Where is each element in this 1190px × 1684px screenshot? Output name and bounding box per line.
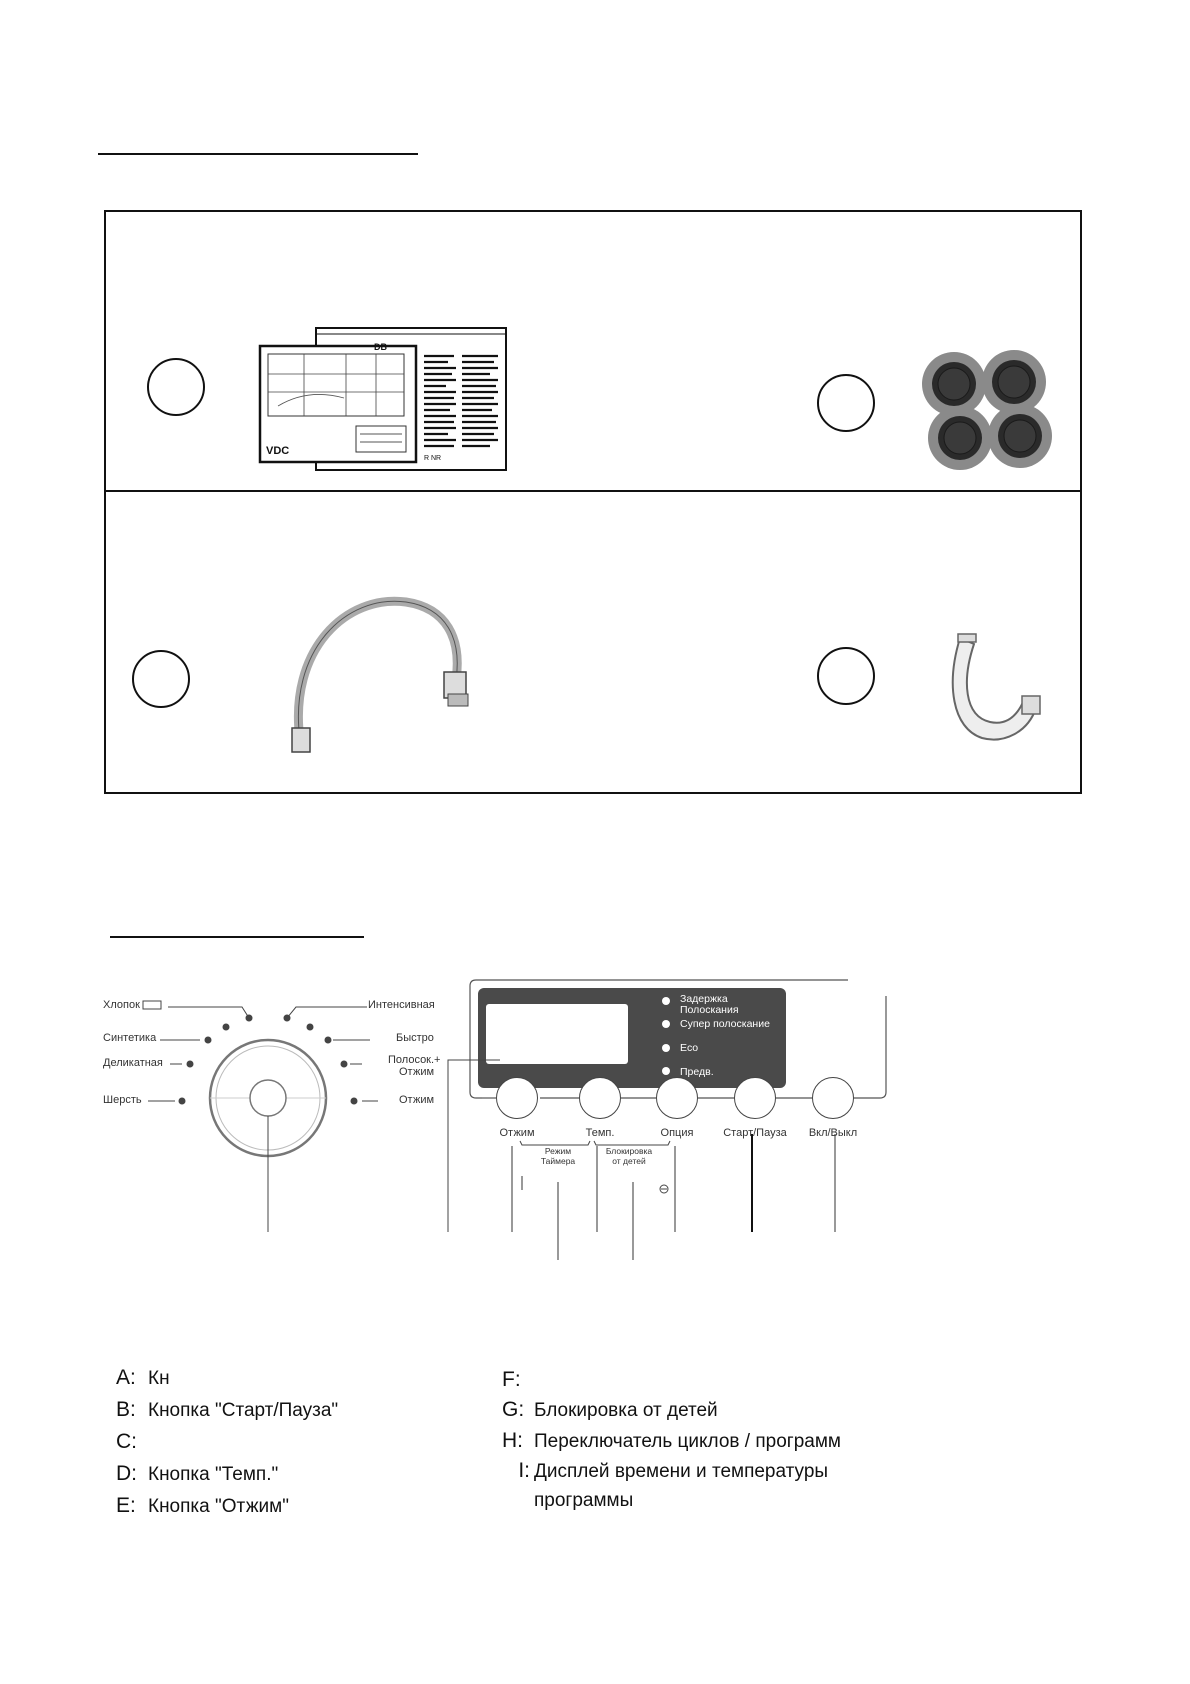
spin-button-label: Отжим [499, 1127, 535, 1139]
program-label-wool: Шерсть [103, 1094, 142, 1106]
program-label-quick: Быстро [396, 1032, 434, 1044]
legend-row-b: B:Кнопка "Старт/Пауза" [116, 1398, 339, 1421]
power-button-label: Вкл/Выкл [808, 1127, 858, 1139]
program-label-synthetics: Синтетика [103, 1032, 157, 1044]
accessories-divider [104, 490, 1082, 492]
time-temperature-display [486, 1004, 628, 1064]
program-label-cotton: Хлопок [103, 999, 140, 1011]
temp-button[interactable] [579, 1077, 621, 1119]
timer-mode-label: Режим Таймера [540, 1146, 576, 1166]
indicator-prewash: Предв. [680, 1066, 714, 1078]
hose-bracket-icon [951, 633, 1041, 741]
legend-row-i: I:Дисплей времени и температуры [518, 1459, 829, 1482]
indicator-delay-rinse-line1: Задержка [680, 993, 728, 1005]
legend-row-i-continued: программы [534, 1490, 634, 1511]
program-label-intensive: Интенсивная [368, 999, 435, 1011]
control-panel-heading-rule [110, 936, 364, 938]
legend-row-d: D:Кнопка "Темп." [116, 1462, 279, 1485]
option-button[interactable] [656, 1077, 698, 1119]
start-pause-button-label: Старт/Пауза [723, 1127, 787, 1139]
accessory-marker-inlet-hose [132, 650, 190, 708]
start-pause-button[interactable] [734, 1077, 776, 1119]
accessories-heading-rule [98, 153, 418, 155]
indicator-delay-rinse-line2: Полоскания [680, 1004, 739, 1016]
legend-row-f: F: [502, 1368, 521, 1391]
accessories-box [104, 210, 1082, 794]
legend-row-h: H:Переключатель циклов / программ [502, 1429, 841, 1452]
power-button[interactable] [812, 1077, 854, 1119]
temp-button-label: Темп. [585, 1127, 615, 1139]
legend-row-c: C: [116, 1430, 137, 1453]
accessory-marker-plugs [817, 374, 875, 432]
inlet-hose-icon [291, 596, 469, 753]
program-label-rinse-spin-line2: Отжим [399, 1066, 435, 1078]
program-label-rinse-spin-line1: Полосок.+ [388, 1054, 441, 1066]
child-lock-label: Блокировка от детей [605, 1146, 653, 1166]
manual-footer-text: R NR [424, 455, 441, 462]
control-panel-drawing [142, 979, 887, 1260]
legend-row-a: A:Кн [116, 1366, 170, 1389]
transport-plug-icon [922, 350, 1052, 470]
spin-button[interactable] [496, 1077, 538, 1119]
accessory-marker-manual [147, 358, 205, 416]
program-label-spin: Отжим [399, 1094, 435, 1106]
cotton-icon [142, 1000, 162, 1010]
program-dial[interactable] [208, 1038, 328, 1158]
child-lock-icon [659, 1184, 669, 1194]
indicator-eco: Eco [680, 1042, 699, 1054]
indicator-super-rinse: Супер полоскание [680, 1018, 770, 1030]
manual-logo-text: VDC [266, 445, 289, 457]
program-label-delicate: Деликатная [103, 1057, 163, 1069]
legend-row-g: G:Блокировка от детей [502, 1398, 718, 1421]
accessory-marker-hose-bracket [817, 647, 875, 705]
legend-row-e: E:Кнопка "Отжим" [116, 1494, 289, 1517]
manual-icon: VDC DB R NR [258, 327, 507, 471]
option-button-label: Опция [660, 1127, 694, 1139]
manual-header-text: DB [374, 342, 387, 352]
